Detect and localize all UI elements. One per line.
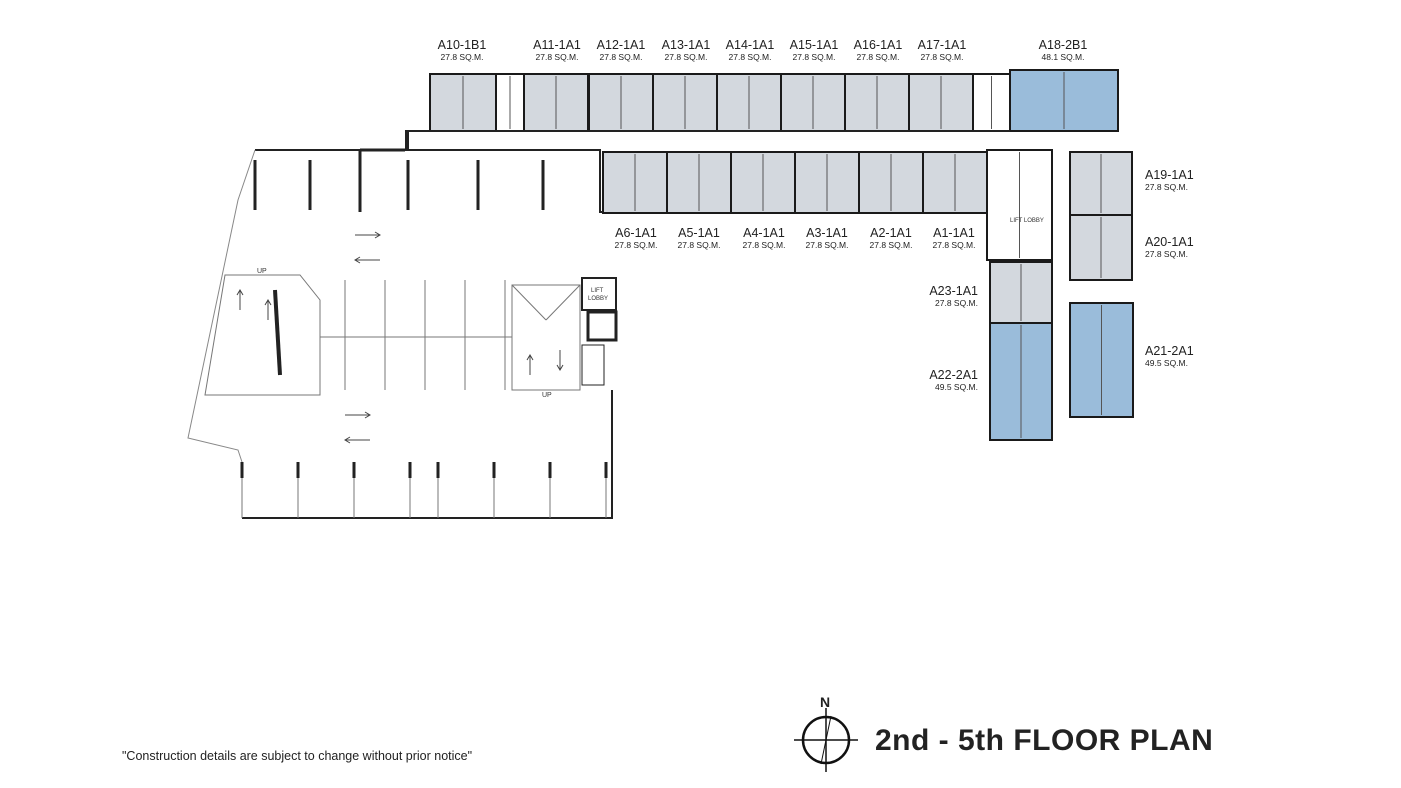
unit-area: 27.8 SQ.M.: [805, 240, 849, 250]
parking-layer: [187, 130, 1010, 519]
unit-name: A10-1B1: [437, 38, 487, 52]
unit-area: 27.8 SQ.M.: [742, 240, 786, 250]
traffic-arrows: [236, 231, 564, 444]
unit-area: 27.8 SQ.M.: [1145, 182, 1188, 192]
unit-name: A4-1A1: [743, 226, 785, 240]
unit-area: 27.8 SQ.M.: [792, 52, 836, 62]
unit-name: A15-1A1: [789, 38, 839, 52]
disclaimer-note: "Construction details are subject to cha…: [122, 749, 473, 763]
page-title: 2nd - 5th FLOOR PLAN: [875, 724, 1214, 757]
unit-area: 27.8 SQ.M.: [535, 52, 579, 62]
unit-name: A2-1A1: [870, 226, 912, 240]
unit-name: A13-1A1: [661, 38, 711, 52]
unit-name: A11-1A1: [533, 38, 581, 52]
unit-name: A21-2A1: [1145, 344, 1194, 358]
compass-icon: [794, 708, 858, 772]
ramp-up-label-2: UP: [542, 392, 552, 399]
north-label: N: [820, 694, 831, 710]
unit-area: 49.5 SQ.M.: [1145, 358, 1188, 368]
unit-area: 27.8 SQ.M.: [599, 52, 643, 62]
unit-area: 27.8 SQ.M.: [677, 240, 721, 250]
unit-name: A12-1A1: [596, 38, 646, 52]
unit-area: 27.8 SQ.M.: [664, 52, 708, 62]
lift-lobby-label: LIFT LOBBY: [1010, 218, 1044, 224]
ramp-up-label: UP: [257, 268, 267, 275]
unit-name: A22-2A1: [929, 368, 978, 382]
unit-area: 27.8 SQ.M.: [440, 52, 484, 62]
unit-area: 27.8 SQ.M.: [869, 240, 913, 250]
unit-area: 27.8 SQ.M.: [935, 298, 978, 308]
unit-name: A14-1A1: [725, 38, 775, 52]
unit-name: A17-1A1: [917, 38, 967, 52]
unit-area: 27.8 SQ.M.: [614, 240, 658, 250]
unit-name: A5-1A1: [678, 226, 720, 240]
unit-name: A16-1A1: [853, 38, 903, 52]
units-layer: [429, 69, 1134, 441]
unit-area: 27.8 SQ.M.: [1145, 249, 1188, 259]
unit-name: A20-1A1: [1145, 235, 1194, 249]
unit-name: A18-2B1: [1038, 38, 1088, 52]
unit-area: 27.8 SQ.M.: [920, 52, 964, 62]
unit-area: 48.1 SQ.M.: [1041, 52, 1085, 62]
unit-name: A19-1A1: [1145, 168, 1194, 182]
parking-lift-label: LIFT: [591, 288, 604, 294]
unit-area: 27.8 SQ.M.: [932, 240, 976, 250]
unit-name: A23-1A1: [929, 284, 978, 298]
unit-area: 27.8 SQ.M.: [856, 52, 900, 62]
unit-name: A1-1A1: [933, 226, 975, 240]
parking-lobby-label: LOBBY: [588, 296, 609, 302]
unit-name: A6-1A1: [615, 226, 657, 240]
unit-name: A3-1A1: [806, 226, 848, 240]
unit-area: 49.5 SQ.M.: [935, 382, 978, 392]
unit-area: 27.8 SQ.M.: [728, 52, 772, 62]
